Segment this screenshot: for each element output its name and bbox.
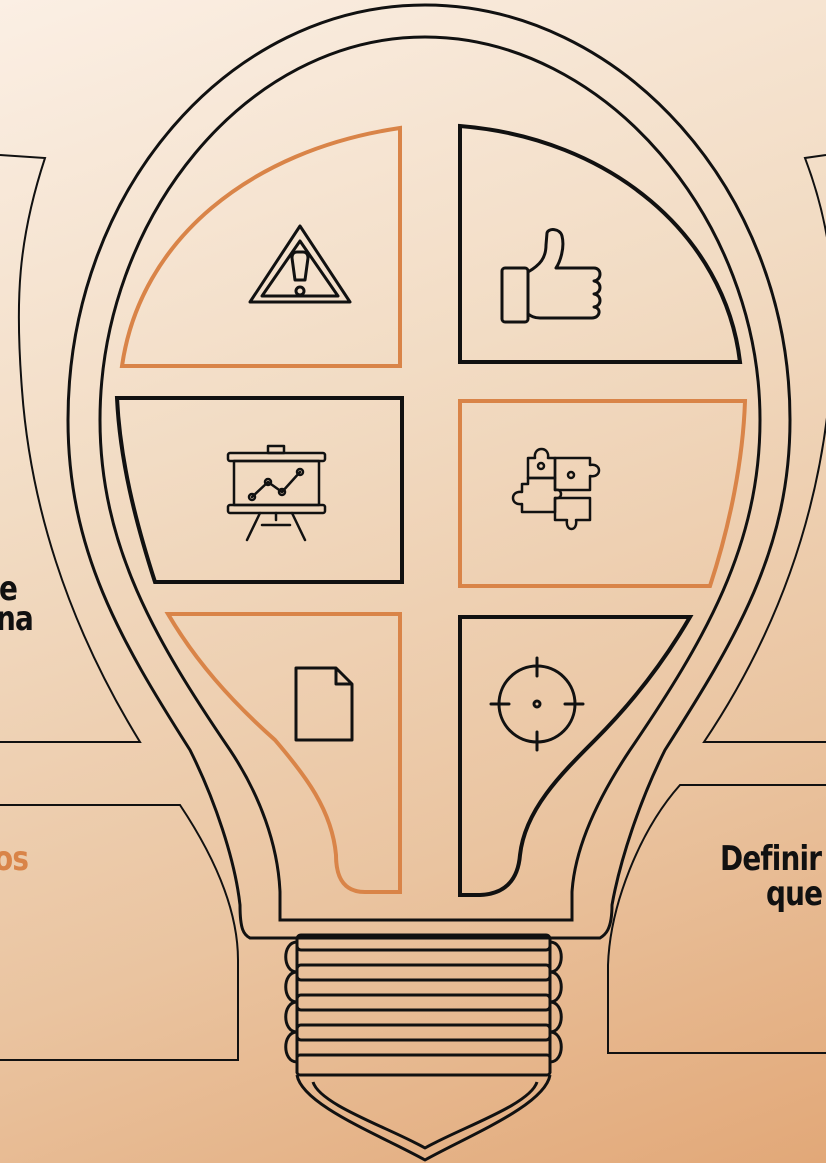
bulb-inner-outline bbox=[98, 35, 762, 922]
segment-bottom-left bbox=[164, 612, 402, 894]
left-fragment-line-1: e bbox=[0, 569, 18, 609]
right-bottom-line-2: que bbox=[766, 874, 823, 914]
target-crosshair-icon bbox=[489, 656, 585, 752]
left-top-panel bbox=[0, 154, 142, 743]
segment-bottom-right bbox=[458, 615, 694, 897]
segment-middle-right bbox=[458, 399, 748, 588]
thumbs-up-icon bbox=[500, 228, 602, 324]
puzzle-pieces-icon bbox=[511, 447, 601, 531]
segment-top-right bbox=[458, 123, 743, 364]
segment-middle-left bbox=[114, 396, 404, 584]
warning-triangle-icon bbox=[248, 224, 352, 304]
bulb-outer-outline bbox=[66, 3, 792, 940]
presentation-board-icon bbox=[226, 444, 327, 542]
segment-top-left bbox=[119, 125, 402, 368]
left-bottom-panel bbox=[0, 804, 239, 1061]
bulb-base bbox=[284, 933, 563, 1162]
left-bottom-fragment: os bbox=[0, 839, 29, 879]
left-fragment-line-2: na bbox=[0, 599, 34, 639]
document-icon bbox=[294, 666, 354, 742]
right-bottom-line-1: Definir bbox=[720, 839, 822, 879]
right-bottom-panel bbox=[607, 784, 826, 1054]
